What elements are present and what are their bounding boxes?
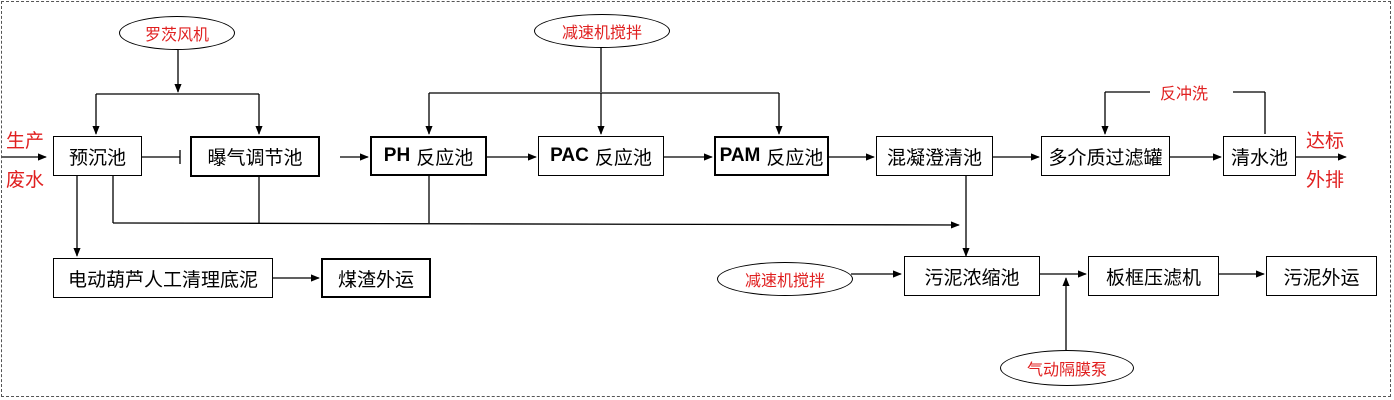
backwash-label: 反冲洗 — [1156, 80, 1213, 104]
inlet-label-line2: 废水 — [6, 169, 45, 191]
oval-mixer-top: 减速机搅拌 — [534, 14, 670, 48]
pam-prefix: PAM — [719, 145, 761, 166]
oval-mixer-bottom: 减速机搅拌 — [717, 262, 853, 296]
outlet-label-line1: 达标 — [1306, 130, 1345, 152]
box-presettle: 预沉池 — [53, 136, 142, 176]
oval-diaphragm-pump: 气动隔膜泵 — [1000, 350, 1134, 386]
box-pac-reactor: PAC 反应池 — [538, 136, 664, 176]
box-aeration: 曝气调节池 — [190, 136, 320, 177]
box-slag-out: 煤渣外运 — [321, 258, 431, 298]
box-pam-reactor: PAM 反应池 — [714, 136, 829, 176]
box-sludge-out: 污泥外运 — [1266, 256, 1377, 296]
pam-suffix: 反应池 — [760, 146, 824, 169]
box-clear-water: 清水池 — [1223, 136, 1296, 176]
box-multimedia-filter: 多介质过滤罐 — [1041, 136, 1170, 176]
pac-prefix: PAC — [550, 145, 589, 166]
outlet-label-line2: 外排 — [1306, 169, 1345, 191]
box-ph-reactor: PH 反应池 — [370, 136, 487, 176]
box-sludge-thickener: 污泥浓缩池 — [904, 256, 1040, 296]
box-filter-press: 板框压滤机 — [1088, 256, 1219, 296]
oval-roots-blower: 罗茨风机 — [119, 16, 235, 50]
box-hoist-sludge: 电动葫芦人工清理底泥 — [53, 258, 273, 298]
line-sludge-header — [112, 221, 960, 229]
inlet-label-line1: 生产 — [6, 130, 45, 152]
ph-suffix: 反应池 — [410, 146, 474, 169]
ph-prefix: PH — [383, 145, 411, 166]
pac-suffix: 反应池 — [588, 146, 652, 169]
box-clarifier: 混凝澄清池 — [876, 136, 993, 176]
